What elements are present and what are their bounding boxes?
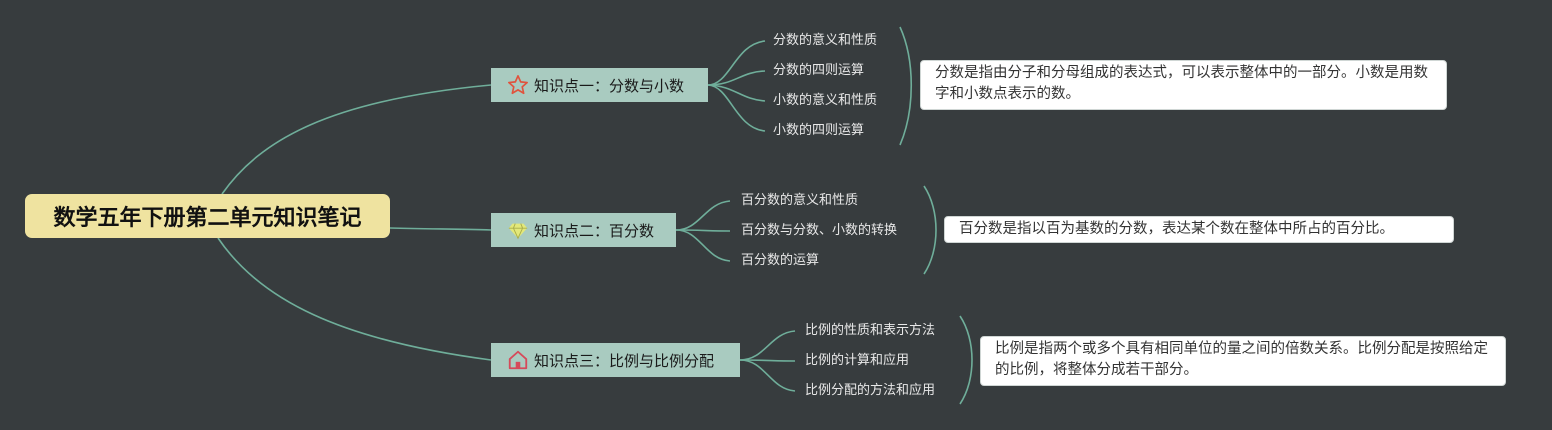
star-icon	[507, 74, 529, 96]
branch3-link-1	[739, 330, 796, 361]
branch-topic-1[interactable]: 知识点一：分数与小数	[491, 68, 708, 102]
bracket-2	[923, 185, 937, 275]
branch1-link-2	[707, 70, 766, 86]
leaf-2-2[interactable]: 百分数与分数、小数的转换	[741, 223, 898, 238]
branch-label-3: 知识点三：比例与比例分配	[534, 351, 715, 370]
leaf-1-3[interactable]: 小数的意义和性质	[773, 93, 878, 108]
leaf-1-2[interactable]: 分数的四则运算	[773, 63, 865, 78]
branch1-link-3	[707, 84, 766, 102]
branch1-link-4	[707, 84, 766, 132]
branch-topic-2[interactable]: 知识点二：百分数	[491, 213, 676, 247]
leaf-3-2[interactable]: 比例的计算和应用	[805, 353, 910, 368]
root-link-2	[389, 227, 492, 231]
branch2-link-3	[675, 229, 731, 262]
branch2-link-1	[675, 200, 731, 231]
branch-label-2: 知识点二：百分数	[534, 221, 655, 240]
branch-topic-3[interactable]: 知识点三：比例与比例分配	[491, 343, 740, 377]
summary-2[interactable]: 百分数是指以百为基数的分数，表达某个数在整体中所占的百分比。	[944, 216, 1454, 243]
root-topic[interactable]: 数学五年下册第二单元知识笔记	[25, 194, 390, 238]
bracket-1	[899, 26, 913, 146]
leaf-1-4[interactable]: 小数的四则运算	[773, 123, 865, 138]
leaf-3-1[interactable]: 比例的性质和表示方法	[805, 323, 936, 338]
house-icon	[507, 349, 529, 371]
summary-1[interactable]: 分数是指由分子和分母组成的表达式，可以表示整体中的一部分。小数是用数字和小数点表…	[920, 60, 1447, 110]
bracket-3	[959, 315, 973, 405]
root-link-1	[221, 84, 492, 195]
diamond-icon	[507, 219, 529, 241]
root-link-3	[217, 237, 492, 361]
leaf-1-1[interactable]: 分数的意义和性质	[773, 33, 878, 48]
branch-label-1: 知识点一：分数与小数	[534, 76, 685, 95]
leaf-2-1[interactable]: 百分数的意义和性质	[741, 193, 859, 208]
summary-3[interactable]: 比例是指两个或多个具有相同单位的量之间的倍数关系。比例分配是按照给定的比例，将整…	[980, 336, 1506, 386]
branch1-link-1	[707, 40, 766, 86]
leaf-2-3[interactable]: 百分数的运算	[741, 253, 820, 268]
leaf-3-3[interactable]: 比例分配的方法和应用	[805, 383, 936, 398]
branch3-link-3	[739, 359, 796, 392]
